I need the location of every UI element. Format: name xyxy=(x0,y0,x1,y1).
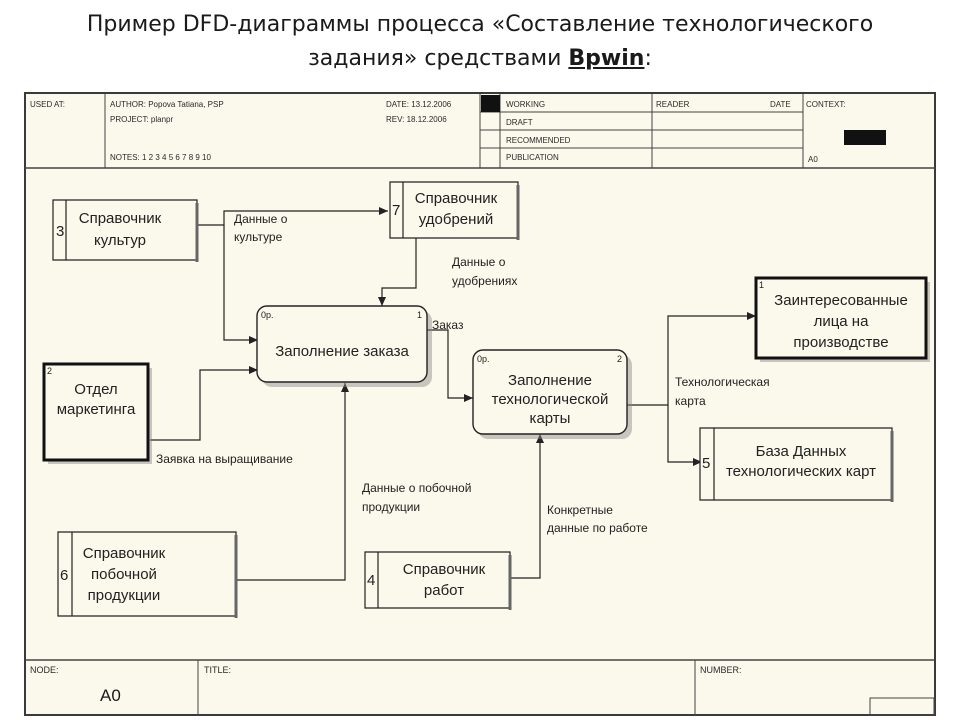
slide-title-line-2: задания» средствами Bpwin: xyxy=(308,46,652,71)
context-thumbnail xyxy=(844,130,886,145)
reader-label: READER xyxy=(656,100,690,109)
process-p1-number: 1 xyxy=(417,310,422,320)
external-e1: 1 Заинтересованные лица на производстве xyxy=(754,276,930,362)
context-node: A0 xyxy=(808,155,818,164)
process-p2-number: 2 xyxy=(617,354,622,364)
flow-order-to-techcard xyxy=(426,329,473,402)
store-s6-line-3: продукции xyxy=(88,587,161,604)
slide-title: Пример DFD-диаграммы процесса «Составлен… xyxy=(0,8,960,76)
flow-techcard-to-stakeholders xyxy=(627,312,756,406)
author-field: AUTHOR: Popova Tatiana, PSP xyxy=(110,100,224,109)
store-s3-line-1: Справочник xyxy=(79,210,162,227)
data-flows xyxy=(150,207,756,581)
context-label: CONTEXT: xyxy=(806,100,846,109)
process-p1-line-1: Заполнение заказа xyxy=(275,343,409,360)
process-p2-code: 0р. xyxy=(477,354,490,364)
notes-field: NOTES: 1 2 3 4 5 6 7 8 9 10 xyxy=(110,153,211,162)
flow-culture-to-order xyxy=(223,225,258,344)
footer-grid xyxy=(25,659,935,716)
store-s3-number: 3 xyxy=(56,223,64,240)
flow-request-label: Заявка на выращивание xyxy=(156,452,293,466)
status-recommended: RECOMMENDED xyxy=(506,136,571,145)
flow-fert-label-2: удобрениях xyxy=(452,274,517,288)
status-publication: PUBLICATION xyxy=(506,153,559,162)
flow-techcard-to-database xyxy=(667,405,702,466)
store-s5-number: 5 xyxy=(702,455,710,472)
rev-field: REV: 18.12.2006 xyxy=(386,115,447,124)
external-e1-line-1: Заинтересованные xyxy=(774,292,908,309)
store-s3-line-2: культур xyxy=(94,232,146,249)
flow-byprod-to-order xyxy=(236,383,349,581)
external-e2-line-1: Отдел xyxy=(74,381,117,398)
store-s4-line-2: работ xyxy=(424,582,464,599)
store-s6-line-2: побочной xyxy=(91,566,157,583)
store-s4-number: 4 xyxy=(367,572,375,589)
working-status-marker xyxy=(481,95,500,112)
flow-techcard-label-1: Технологическая xyxy=(675,375,770,389)
flow-culture-label-2: культуре xyxy=(234,230,283,244)
reader-date-label: DATE xyxy=(770,100,791,109)
external-e1-number: 1 xyxy=(759,280,764,290)
flow-marketing-to-order xyxy=(150,366,258,441)
store-s7-line-1: Справочник xyxy=(415,190,498,207)
number-label: NUMBER: xyxy=(700,665,742,675)
store-s4-line-1: Справочник xyxy=(403,561,486,578)
flow-order-label: Заказ xyxy=(432,318,464,332)
external-e2-line-2: маркетинга xyxy=(57,401,136,418)
flow-work-label-2: данные по работе xyxy=(547,521,648,535)
flow-works-to-techcard xyxy=(510,434,544,579)
title-label: TITLE: xyxy=(204,665,232,675)
flow-labels: Данные о культуре Данные о удобрениях За… xyxy=(156,212,770,535)
flow-work-label-1: Конкретные xyxy=(547,503,613,517)
flow-byprod-label-1: Данные о побочной xyxy=(362,481,471,495)
used-at-label: USED AT: xyxy=(30,100,65,109)
store-s5-line-1: База Данных xyxy=(756,443,847,460)
external-e2: 2 Отдел маркетинга xyxy=(42,362,152,464)
store-s6-line-1: Справочник xyxy=(83,545,166,562)
node-value: A0 xyxy=(100,686,121,705)
project-field: PROJECT: planpr xyxy=(110,115,174,124)
process-p1-code: 0р. xyxy=(261,310,274,320)
external-e1-line-2: лица на xyxy=(814,313,870,330)
process-p2-line-2: технологической xyxy=(492,391,609,408)
store-s6: 6 Справочник побочной продукции xyxy=(57,531,238,618)
flow-fert-label-1: Данные о xyxy=(452,255,506,269)
store-s7: 7 Справочник удобрений xyxy=(389,181,520,240)
slide-title-line-1: Пример DFD-диаграммы процесса «Составлен… xyxy=(86,12,874,37)
store-s5: 5 База Данных технологических карт xyxy=(699,427,894,502)
external-e1-line-3: производстве xyxy=(793,334,888,351)
process-p1: 0р. 1 Заполнение заказа xyxy=(256,305,432,387)
process-p2-line-1: Заполнение xyxy=(508,372,592,389)
store-s3: 3 Справочник культур xyxy=(52,199,199,262)
store-s4: 4 Справочник работ xyxy=(364,551,512,610)
header-grid xyxy=(25,94,935,169)
bpwin-emphasis: Bpwin xyxy=(568,46,645,71)
status-draft: DRAFT xyxy=(506,118,533,127)
flow-culture-label-1: Данные о xyxy=(234,212,288,226)
node-label: NODE: xyxy=(30,665,59,675)
flow-fertilizer-to-order xyxy=(378,238,417,306)
process-p2-line-3: карты xyxy=(530,410,571,427)
flow-byprod-label-2: продукции xyxy=(362,500,420,514)
flow-techcard-label-2: карта xyxy=(675,394,706,408)
store-s5-line-2: технологических карт xyxy=(726,463,876,480)
process-p2: 0р. 2 Заполнение технологической карты xyxy=(472,349,632,439)
store-s7-number: 7 xyxy=(392,202,400,219)
external-e2-number: 2 xyxy=(47,366,52,376)
store-s6-number: 6 xyxy=(60,567,68,584)
store-s7-line-2: удобрений xyxy=(419,211,493,228)
flow-culture-to-fertilizer xyxy=(196,207,388,226)
date-field: DATE: 13.12.2006 xyxy=(386,100,452,109)
status-working: WORKING xyxy=(506,100,546,109)
